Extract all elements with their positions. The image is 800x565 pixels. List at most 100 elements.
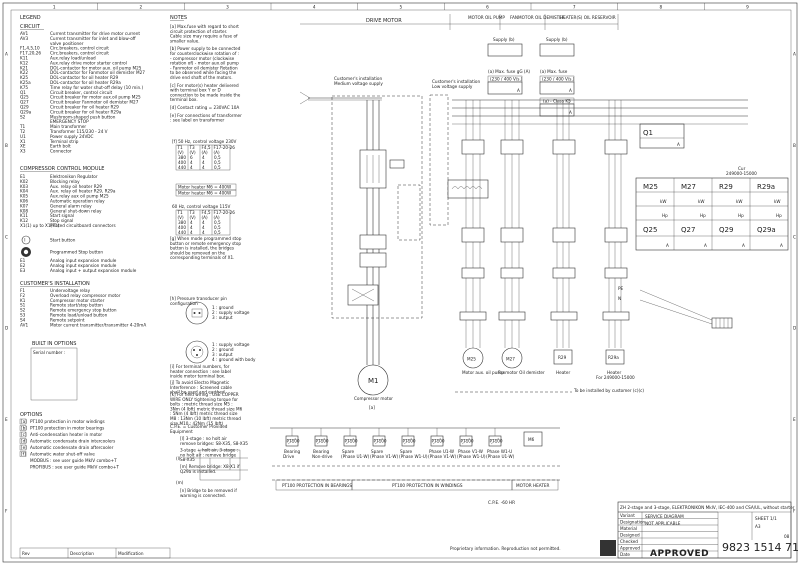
option-desc: PT100 protection in motor bearings bbox=[30, 426, 104, 431]
motor-heater-box bbox=[511, 479, 559, 491]
motor-heater-label: MOTOR HEATER bbox=[516, 483, 550, 488]
f2-aux bbox=[359, 252, 387, 268]
table-cell: 4 bbox=[202, 155, 205, 160]
sensor-slash bbox=[432, 437, 442, 445]
legend-code: K03 bbox=[20, 184, 28, 189]
pt100-sensor-row: PT100BearingDrivePT100BearingNon-drivePT… bbox=[283, 428, 515, 459]
options-title: OPTIONS bbox=[20, 412, 42, 418]
bridge-schematic: (l) (m) bbox=[176, 449, 248, 485]
legend-desc: Compressor motor starter bbox=[50, 298, 105, 303]
m1-label: M1 bbox=[368, 377, 379, 385]
tb-row-label: Approved bbox=[620, 546, 640, 551]
legend-desc: Remote start/stop button bbox=[50, 303, 103, 308]
branch-contactor bbox=[552, 227, 576, 243]
legend-desc: Aux. relay oil heater R29, R29a bbox=[50, 189, 116, 194]
hp-unit: Hp bbox=[738, 213, 744, 218]
cust-install-medium: Customer's installation bbox=[334, 76, 382, 81]
option-code: [f] bbox=[21, 452, 26, 457]
legend-code: F17,20,26 bbox=[20, 51, 41, 56]
branch-breaker bbox=[604, 139, 628, 155]
hp-unit: Hp bbox=[700, 213, 706, 218]
legend-desc: Earth bolt bbox=[50, 144, 71, 149]
legend-desc: Circuit breaker for oil heater R29a bbox=[50, 109, 122, 114]
sensor-tag: Phase V1-W bbox=[458, 449, 483, 454]
table-header: T1 bbox=[177, 145, 184, 150]
motor-heater-tag: M6 bbox=[528, 437, 535, 442]
legend-desc: Circuit breaker for motor aux.oil pump M… bbox=[50, 95, 141, 100]
legend-desc: Remote setpoint bbox=[50, 317, 85, 322]
cust-install-low-sub: Low voltage supply bbox=[432, 84, 473, 89]
legend-desc: Mushroom-shaped push button bbox=[50, 114, 116, 119]
branch-breaker bbox=[500, 139, 524, 155]
f2-overload bbox=[359, 234, 387, 250]
branch-contactor bbox=[500, 227, 524, 243]
r29a-sub: For 249000-15000 bbox=[596, 375, 635, 380]
option-checkbox bbox=[19, 438, 27, 444]
table-cell: 0,5 bbox=[214, 230, 221, 235]
branch-breaker bbox=[552, 139, 576, 155]
legend-code: AV1 bbox=[20, 322, 28, 327]
legend-desc: Analog input expansion module bbox=[50, 263, 117, 268]
ruler-letter: A bbox=[793, 52, 796, 57]
pt-label: PT100 bbox=[403, 439, 416, 444]
ruler-letter: A bbox=[5, 52, 8, 57]
note-item: [d] Contact rating = 230VAC 10A bbox=[170, 105, 239, 110]
legend-code: K12 bbox=[20, 60, 28, 65]
heater-row bbox=[175, 189, 237, 197]
legend-desc: Circuit breaker for oil heater R29 bbox=[50, 105, 119, 110]
sensor-tag: Bearing bbox=[313, 449, 330, 454]
option-desc: Automatic condensate drain intercoolers bbox=[30, 439, 115, 444]
branch-terminal bbox=[602, 311, 630, 321]
ruler-letter: C bbox=[5, 234, 8, 239]
legend-desc: DOL-contactor for motor aux. oil pump M2… bbox=[50, 65, 142, 70]
sensor-slash bbox=[461, 437, 471, 445]
sensor-sub: (Phase W1-U) bbox=[457, 454, 486, 459]
option-desc: Automatic condensate drain aftercooler bbox=[30, 445, 114, 450]
table-header: F4,5 bbox=[202, 210, 211, 215]
legend-code: E2 bbox=[20, 263, 26, 268]
options-list: [a]PT100 protection in motor windings[b]… bbox=[19, 418, 119, 470]
legend-desc: General shut-down relay bbox=[50, 208, 102, 213]
legend-desc: Time relay for water shut-off delay (10 … bbox=[49, 85, 143, 90]
legend-code: F1,4,5,10 bbox=[20, 46, 40, 51]
sensor-sub: Drive bbox=[283, 454, 295, 459]
legend-code: K21 bbox=[20, 65, 28, 70]
legend-desc: Overload relay compressor motor bbox=[50, 293, 121, 298]
breaker-tag: Q29a bbox=[757, 226, 776, 234]
branch-terminal bbox=[498, 311, 526, 321]
fuse-box-2 bbox=[539, 81, 575, 95]
a-unit: A bbox=[742, 243, 745, 248]
r29a-label: R29a bbox=[608, 355, 619, 360]
tb-row-label: Material bbox=[620, 526, 637, 531]
branch-contactor bbox=[604, 227, 628, 243]
legend-code: S4 bbox=[20, 317, 26, 322]
table-cell: 440 bbox=[178, 165, 186, 170]
legend-desc: Connector bbox=[50, 149, 72, 154]
legend-code: Q29 bbox=[20, 105, 29, 110]
q1-box bbox=[639, 123, 685, 149]
start-symbol-glyph: I bbox=[24, 238, 25, 243]
legend-code: Q1 bbox=[20, 90, 26, 95]
pin-label: 2 : supply voltage bbox=[212, 310, 250, 315]
start-button-icon bbox=[21, 235, 31, 245]
cpe-label: C.P.E. -60 HR bbox=[488, 500, 515, 505]
legend-code: K22 bbox=[20, 70, 28, 75]
pt-label: PT100 bbox=[316, 439, 329, 444]
legend-compressor-title: COMPRESSOR CONTROL MODULE bbox=[20, 166, 104, 172]
inner-frame bbox=[10, 9, 792, 559]
q1-unit: A bbox=[677, 142, 680, 147]
cur-title: Cur bbox=[738, 166, 746, 171]
legend-desc: Elektronikon Regulator bbox=[50, 174, 98, 179]
ruler-letter: D bbox=[793, 326, 796, 331]
ruler-letter: D bbox=[5, 326, 8, 331]
legend-desc: Circ.breakers, control circuit bbox=[50, 51, 109, 56]
heater-text: Motor heater M6 = 400W bbox=[178, 191, 231, 196]
